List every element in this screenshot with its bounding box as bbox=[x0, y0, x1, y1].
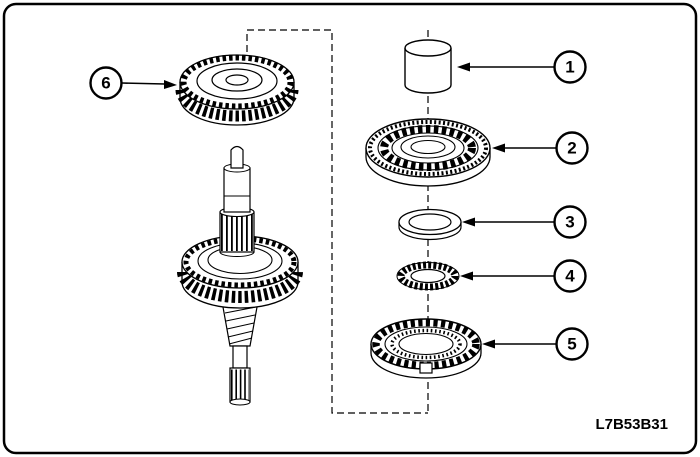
callout-6-number: 6 bbox=[101, 74, 110, 93]
callout-5-circle bbox=[555, 327, 589, 361]
part-output-shaft bbox=[177, 145, 303, 406]
part-washer bbox=[398, 208, 462, 241]
callout-4-circle bbox=[553, 259, 587, 293]
part-drive-gear bbox=[175, 54, 299, 126]
figure-code: L7B53B31 bbox=[595, 416, 668, 433]
callout-1-arrowhead bbox=[457, 62, 470, 72]
callout-4: 4 bbox=[460, 259, 587, 293]
part-bearing bbox=[365, 118, 491, 187]
callout-1: 1 bbox=[457, 50, 587, 84]
callout-1-number: 1 bbox=[565, 58, 574, 77]
callout-5-arrowhead bbox=[482, 339, 495, 349]
callout-4-number: 4 bbox=[565, 267, 575, 286]
callout-3-circle bbox=[553, 205, 587, 239]
part-lock-washer bbox=[396, 261, 460, 291]
callout-1-circle bbox=[553, 50, 587, 84]
callout-2: 2 bbox=[492, 131, 589, 165]
callout-2-arrowhead bbox=[492, 143, 505, 153]
callout-5-number: 5 bbox=[567, 335, 576, 354]
callout-5: 5 bbox=[482, 327, 589, 361]
part-gear-ring bbox=[370, 318, 482, 379]
part-bushing bbox=[404, 39, 452, 94]
callout-6-circle bbox=[89, 66, 123, 100]
callout-6-arrow bbox=[121, 82, 166, 85]
gear-to-shaft-centerline bbox=[246, 29, 428, 414]
callout-2-circle bbox=[555, 131, 589, 165]
callout-3-arrowhead bbox=[462, 217, 475, 227]
callout-3: 3 bbox=[462, 205, 587, 239]
callout-2-number: 2 bbox=[567, 139, 576, 158]
callout-6-arrowhead bbox=[164, 80, 177, 89]
callout-3-number: 3 bbox=[565, 213, 574, 232]
callout-4-arrowhead bbox=[460, 271, 473, 281]
callout-6: 6 bbox=[89, 66, 177, 100]
